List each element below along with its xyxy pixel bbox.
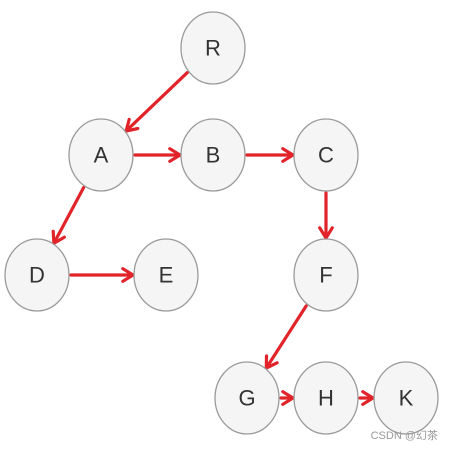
node-label: K bbox=[399, 386, 414, 411]
edge-b-c bbox=[245, 147, 295, 163]
edge-a-d bbox=[51, 186, 86, 245]
node-label: E bbox=[159, 263, 174, 288]
arrow-head-icon bbox=[281, 147, 295, 163]
node-circle bbox=[293, 238, 359, 312]
node-r: R bbox=[180, 11, 246, 85]
node-c: C bbox=[293, 118, 359, 192]
node-circle bbox=[214, 361, 280, 435]
node-circle bbox=[293, 361, 359, 435]
node-label: R bbox=[205, 36, 221, 61]
node-label: G bbox=[238, 386, 255, 411]
node-circle bbox=[293, 118, 359, 192]
arrow-head-icon bbox=[121, 267, 135, 283]
node-circle bbox=[133, 238, 199, 312]
arrow-head-icon bbox=[361, 390, 375, 406]
edge-line bbox=[52, 186, 86, 245]
edge-line bbox=[124, 71, 189, 133]
arrow-head-icon bbox=[124, 117, 140, 133]
edge-c-f bbox=[318, 191, 334, 240]
edge-a-b bbox=[133, 147, 182, 163]
edge-d-e bbox=[69, 267, 135, 283]
arrow-head-icon bbox=[318, 226, 334, 240]
edge-r-a bbox=[124, 71, 189, 133]
edges-layer bbox=[51, 71, 375, 406]
node-h: H bbox=[293, 361, 359, 435]
node-e: E bbox=[133, 238, 199, 312]
node-label: C bbox=[318, 143, 334, 168]
node-b: B bbox=[180, 118, 246, 192]
node-circle bbox=[180, 11, 246, 85]
node-k: K bbox=[373, 361, 439, 435]
arrow-head-icon bbox=[264, 354, 279, 370]
node-g: G bbox=[214, 361, 280, 435]
edge-f-g bbox=[264, 304, 308, 370]
edge-h-k bbox=[358, 390, 375, 406]
node-circle bbox=[4, 238, 70, 312]
node-d: D bbox=[4, 238, 70, 312]
node-circle bbox=[68, 118, 134, 192]
node-label: D bbox=[29, 263, 45, 288]
nodes-layer: R A B C D E F G H K bbox=[4, 11, 439, 435]
watermark: CSDN @幻茶 bbox=[370, 430, 438, 442]
node-a: A bbox=[68, 118, 134, 192]
node-f: F bbox=[293, 238, 359, 312]
node-label: B bbox=[206, 143, 221, 168]
node-label: A bbox=[94, 143, 109, 168]
arrow-head-icon bbox=[168, 147, 182, 163]
arrow-head-icon bbox=[281, 390, 295, 406]
node-circle bbox=[180, 118, 246, 192]
node-label: H bbox=[318, 386, 334, 411]
node-label: F bbox=[319, 263, 332, 288]
arrow-head-icon bbox=[51, 229, 66, 245]
edge-g-h bbox=[279, 390, 295, 406]
node-circle bbox=[373, 361, 439, 435]
edge-line bbox=[264, 304, 308, 370]
